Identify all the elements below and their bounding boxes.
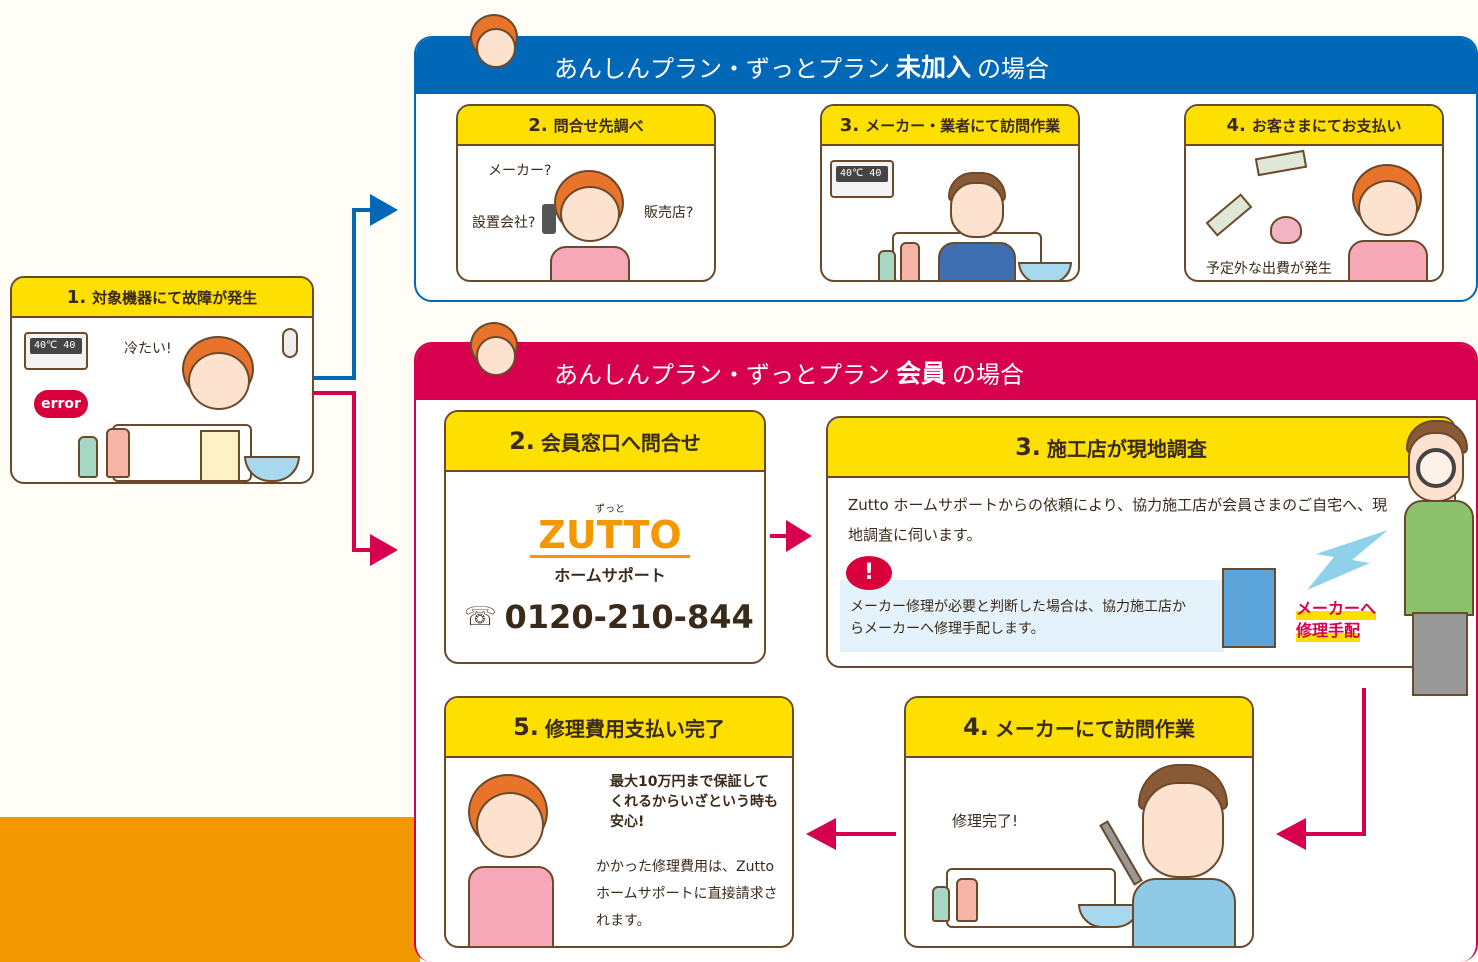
- orange-background-block: [0, 817, 420, 962]
- step1-speech-bubble: 冷たい!: [124, 341, 172, 357]
- step1-title: 対象機器にて故障が発生: [92, 288, 258, 307]
- member-title-post: の場合: [952, 360, 1025, 389]
- member-panel-header: あんしんプラン・ずっとプラン 会員 の場合: [416, 344, 1476, 400]
- top-step2-card: 2. 問合せ先調べ メーカー? 設置会社? 販売店?: [456, 104, 716, 282]
- worried-woman-face-icon: [476, 28, 516, 68]
- happy-woman-face-icon: [476, 336, 516, 376]
- inspector-body: [1404, 500, 1474, 616]
- repairman-uniform: [1132, 878, 1236, 946]
- controller-panel-icon: 40℃ 40: [830, 160, 894, 198]
- non-member-panel-header: あんしんプラン・ずっとプラン 未加入 の場合: [416, 38, 1476, 94]
- top-step2-header: 2. 問合せ先調べ: [458, 106, 714, 146]
- alert-icon: !: [846, 556, 892, 590]
- woman-body: [468, 866, 554, 946]
- phone-number-text: 0120-210-844: [504, 598, 754, 636]
- zutto-logo: ずっと ZUTTO ホームサポート: [530, 500, 690, 590]
- woman-body: [550, 246, 630, 280]
- bubble-retailer: 販売店?: [644, 205, 694, 221]
- member-step3-card: 3. 施工店が現地調査 Zutto ホームサポートからの依頼により、協力施工店が…: [826, 416, 1456, 668]
- zutto-logo-ruby: ずっと: [595, 504, 625, 515]
- repair-done-bubble: 修理完了!: [952, 812, 1019, 830]
- non-member-title-post: の場合: [977, 54, 1050, 83]
- soap-bottle-icon: [878, 250, 896, 280]
- member-step5-title: 修理費用支払い完了: [544, 716, 725, 741]
- member-step5-header: 5. 修理費用支払い完了: [446, 698, 792, 758]
- member-step3-header: 3. 施工店が現地調査: [828, 418, 1454, 478]
- top-step4-header: 4. お客さまにてお支払い: [1186, 106, 1442, 146]
- step1-illustration: 40℃ 40 error 冷たい!: [12, 318, 312, 482]
- top-step4-card: 4. お客さまにてお支払い 予定外な出費が発生: [1184, 104, 1444, 282]
- member-step2-card: 2. 会員窓口へ問合せ ずっと ZUTTO ホームサポート ☏ 0120-210…: [444, 410, 766, 664]
- shocked-woman-face: [1358, 180, 1418, 236]
- winking-woman-face: [476, 792, 544, 858]
- crying-child-face: [188, 352, 250, 410]
- phone-number: ☏ 0120-210-844: [464, 598, 754, 636]
- guarantee-bubble: 最大10万円まで保証してくれるからいざという時も安心!: [610, 774, 778, 830]
- woman-body: [1348, 240, 1428, 280]
- top-step2-title: 問合せ先調べ: [553, 116, 644, 135]
- top-step4-title: お客さまにてお支払い: [1251, 116, 1402, 135]
- step1-header: 1. 対象機器にて故障が発生: [12, 278, 312, 318]
- technician-face: [950, 182, 1004, 238]
- bubble-installer: 設置会社?: [472, 215, 536, 231]
- error-badge: error: [34, 390, 88, 418]
- phone-icon: [542, 204, 556, 234]
- member-step2-header: 2. 会員窓口へ問合せ: [446, 412, 764, 472]
- member-step3-note: メーカー修理が必要と判断した場合は、協力施工店からメーカーへ修理手配します。: [850, 599, 1186, 637]
- towel-icon: [200, 430, 240, 482]
- member-step5-text: かかった修理費用は、Zuttoホームサポートに直接請求されます。: [596, 859, 778, 929]
- non-member-title-pre: あんしんプラン・ずっとプラン: [554, 54, 890, 83]
- member-step3-description: Zutto ホームサポートからの依頼により、協力施工店が会員さまのご自宅へ、現地…: [848, 496, 1388, 544]
- magnifying-glass-icon: [1416, 448, 1456, 488]
- confused-woman-face: [560, 186, 620, 242]
- shampoo-bottle-icon: [106, 428, 130, 478]
- inspector-legs: [1412, 612, 1468, 696]
- top-step3-title: メーカー・業者にて訪問作業: [865, 116, 1061, 135]
- coin-purse-icon: [1270, 216, 1302, 244]
- member-step4-title: メーカーにて訪問作業: [994, 716, 1195, 741]
- phone-icon: ☏: [464, 602, 497, 632]
- shampoo-bottle-icon: [956, 878, 978, 922]
- shampoo-bottle-icon: [900, 242, 920, 280]
- member-step5-card: 5. 修理費用支払い完了 最大10万円まで保証してくれるからいざという時も安心!…: [444, 696, 794, 948]
- soap-bottle-icon: [932, 886, 950, 922]
- technician-suit: [938, 242, 1016, 280]
- soap-bottle-icon: [78, 436, 98, 478]
- bubble-maker: メーカー?: [488, 163, 552, 179]
- member-step3-title: 施工店が現地調査: [1046, 436, 1207, 461]
- controller-panel-icon: 40℃ 40: [24, 332, 88, 370]
- member-step2-title: 会員窓口へ問合せ: [540, 430, 701, 455]
- member-step4-header: 4. メーカーにて訪問作業: [906, 698, 1252, 758]
- repair-arrangement-line2: 修理手配: [1296, 620, 1361, 642]
- repairman-face: [1142, 782, 1224, 878]
- step1-card: 1. 対象機器にて故障が発生 40℃ 40 error 冷たい!: [10, 276, 314, 484]
- zutto-logo-text: ZUTTO: [530, 515, 690, 558]
- zutto-logo-sub: ホームサポート: [554, 566, 666, 585]
- non-member-title-bold: 未加入: [896, 53, 972, 82]
- building-icon: [1222, 568, 1276, 648]
- note-box: [840, 580, 1224, 652]
- member-step4-card: 4. メーカーにて訪問作業 修理完了!: [904, 696, 1254, 948]
- shower-head-icon: [282, 328, 298, 358]
- repair-arrangement-label: メーカーへ 修理手配: [1296, 598, 1377, 642]
- unexpected-expense-caption: 予定外な出費が発生: [1206, 261, 1332, 277]
- repair-arrangement-line1: メーカーへ: [1296, 598, 1377, 620]
- step1-number: 1.: [66, 286, 87, 308]
- member-title-pre: あんしんプラン・ずっとプラン: [554, 360, 890, 389]
- top-step3-header: 3. メーカー・業者にて訪問作業: [822, 106, 1078, 146]
- member-title-bold: 会員: [896, 359, 947, 388]
- top-step3-card: 3. メーカー・業者にて訪問作業 40℃ 40: [820, 104, 1080, 282]
